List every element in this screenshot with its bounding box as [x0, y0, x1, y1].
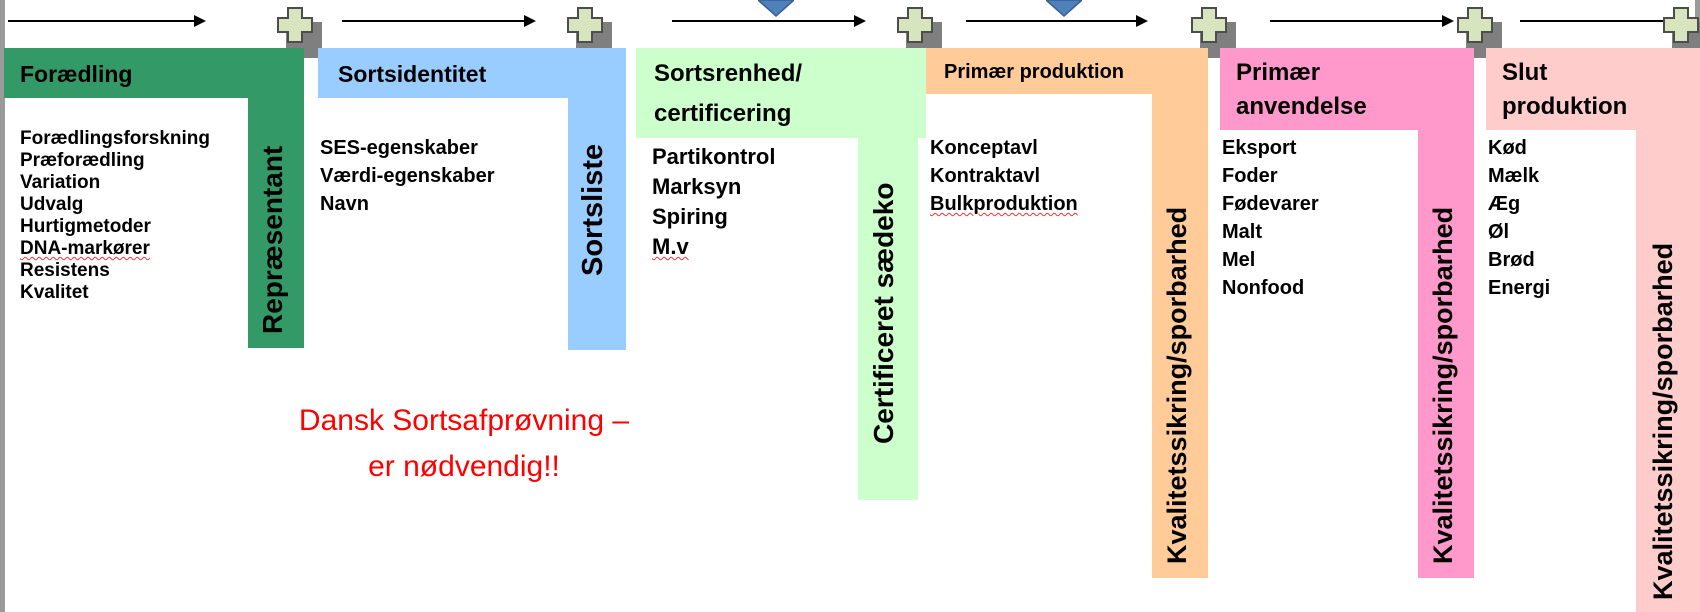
slut-produktion-vertical-band [1636, 48, 1700, 612]
list-item: Udvalg [20, 194, 84, 215]
flow-arrow-4 [966, 20, 1136, 22]
sortsrenhed-header: Sortsrenhed/ certificering [654, 54, 802, 134]
primaer-anvendelse-header-line-1: Primær [1236, 59, 1321, 86]
sortsrenhed-vertical-band [858, 48, 918, 500]
list-item: Hurtigmetoder [20, 216, 151, 237]
primaer-anvendelse-header: Primær anvendelse [1236, 56, 1367, 124]
sortsidentitet-vertical-label: Sortsliste [577, 143, 609, 276]
triangle-down-icon [1046, 0, 1082, 18]
list-item: DNA-markører [20, 238, 150, 259]
sortsafproevning-note: Dansk Sortsafprøvning – er nødvendig!! [234, 398, 694, 490]
list-item: Nonfood [1222, 277, 1305, 299]
list-item: Kød [1488, 137, 1527, 159]
list-item: Foder [1222, 165, 1278, 187]
primaer-anvendelse-vertical-label: Kvalitetssikring/sporbarhed [1428, 206, 1458, 564]
list-item: Konceptavl [930, 137, 1038, 159]
list-item: Øl [1488, 221, 1510, 243]
arrow-right-icon [194, 15, 206, 27]
sortsidentitet-header-band [318, 48, 626, 98]
list-item: Kontraktavl [930, 165, 1041, 187]
list-item: SES-egenskaber [320, 137, 478, 159]
sortsidentitet-items: SES-egenskaber Værdi-egenskaber Navn [320, 134, 495, 218]
sortsrenhed-items: Partikontrol Marksyn Spiring M.v [652, 142, 775, 262]
sortsrenhed-header-line-1: Sortsrenhed/ [654, 60, 803, 87]
list-item: Fødevarer [1222, 193, 1319, 215]
primaer-produktion-items: Konceptavl Kontraktavl Bulkproduktion [930, 134, 1078, 218]
flow-arrow-5 [1270, 20, 1442, 22]
flow-arrow-1 [8, 20, 194, 22]
note-line-1: Dansk Sortsafprøvning – [298, 404, 630, 437]
flow-arrow-2 [342, 20, 524, 22]
slut-produktion-header: Slut produktion [1502, 56, 1627, 124]
list-item: Energi [1488, 277, 1551, 299]
slut-produktion-header-line-1: Slut [1502, 59, 1548, 86]
list-item: Æg [1488, 193, 1521, 215]
sortsidentitet-vertical-band [568, 98, 626, 350]
arrow-right-icon [1136, 15, 1148, 27]
list-item: Malt [1222, 221, 1262, 243]
slut-produktion-header-line-2: produktion [1502, 93, 1628, 120]
triangle-down-icon [758, 0, 794, 18]
arrow-right-icon [854, 15, 866, 27]
slut-produktion-vertical-label: Kvalitetssikring/sporbarhed [1648, 242, 1678, 600]
list-item: Resistens [20, 260, 110, 281]
primaer-anvendelse-header-line-2: anvendelse [1236, 93, 1367, 120]
arrow-right-icon [1442, 15, 1454, 27]
list-item: Variation [20, 172, 101, 193]
primaer-anvendelse-vertical-band [1418, 48, 1474, 578]
list-item: Forædlingsforskning [20, 128, 210, 149]
list-item: Eksport [1222, 137, 1297, 159]
list-item: Navn [320, 193, 369, 215]
list-item: Værdi-egenskaber [320, 165, 495, 187]
list-item: Mælk [1488, 165, 1540, 187]
list-item: Bulkproduktion [930, 193, 1078, 215]
list-item: Spiring [652, 204, 728, 229]
foraedling-vertical-label: Repræsentant [257, 145, 288, 334]
list-item: Kvalitet [20, 282, 89, 303]
foraedling-vertical-band [248, 98, 304, 348]
foraedling-items: Forædlingsforskning Præforædling Variati… [20, 128, 210, 304]
primaer-anvendelse-items: Eksport Foder Fødevarer Malt Mel Nonfood [1222, 134, 1319, 302]
slide-border-left [0, 0, 5, 612]
list-item: Mel [1222, 249, 1256, 271]
sortsrenhed-header-line-2: certificering [654, 100, 792, 127]
primaer-produktion-header: Primær produktion [944, 61, 1125, 83]
list-item: Brød [1488, 249, 1535, 271]
sortsrenhed-vertical-label: Certificeret sædeko [868, 182, 899, 444]
list-item: M.v [652, 234, 689, 259]
arrow-right-icon [524, 15, 536, 27]
note-line-2: er nødvendig!! [368, 450, 560, 483]
slut-produktion-items: Kød Mælk Æg Øl Brød Energi [1488, 134, 1550, 302]
foraedling-header-band [4, 48, 304, 98]
sortsidentitet-header: Sortsidentitet [338, 61, 487, 87]
list-item: Partikontrol [652, 144, 776, 169]
list-item: Marksyn [652, 174, 742, 199]
list-item: Præforædling [20, 150, 145, 171]
primaer-produktion-vertical-label: Kvalitetssikring/sporbarhed [1162, 206, 1192, 564]
flow-arrow-3 [672, 20, 854, 22]
primaer-produktion-vertical-band [1152, 48, 1208, 578]
foraedling-header: Forædling [20, 61, 133, 87]
flow-arrow-6 [1520, 20, 1674, 22]
